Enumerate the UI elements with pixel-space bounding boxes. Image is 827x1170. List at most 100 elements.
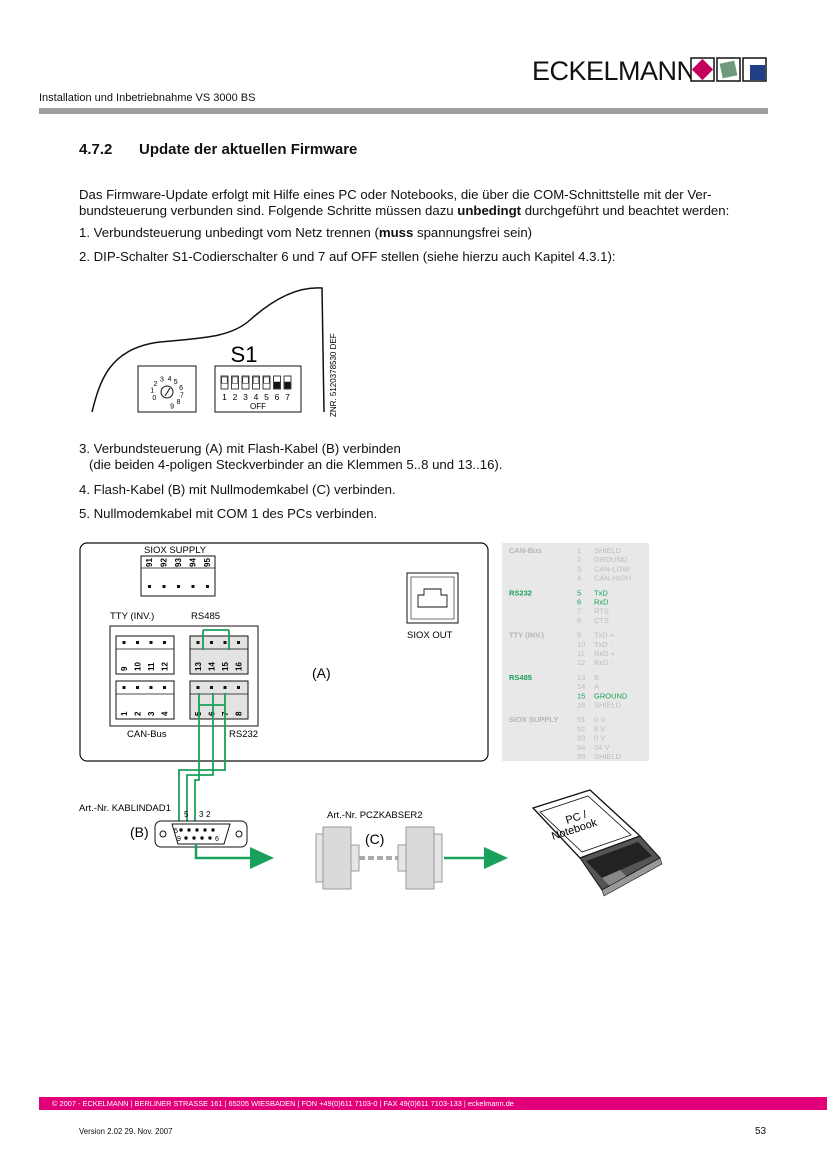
intro-emphasis: unbedingt [457, 203, 522, 218]
terminal-block [115, 635, 175, 675]
pin-signal: TxD - [594, 640, 613, 649]
terminal-pin-icon [206, 585, 209, 588]
pin-signal: RTS [594, 607, 609, 616]
terminal-pin-icon [196, 641, 200, 644]
step-3-line-2: (die beiden 4-poligen Steckverbinder an … [89, 457, 503, 472]
dip-switch-number-2: 2 [233, 392, 238, 402]
terminal-block [189, 635, 249, 675]
dial-digit-6: 6 [179, 385, 183, 392]
terminal-pin-icon [177, 585, 180, 588]
pin-3-label: 3 [199, 810, 204, 819]
intro-paragraph: Das Firmware-Update erfolgt mit Hilfe ei… [79, 187, 779, 219]
footer-address: © 2007 - ECKELMANN | BERLINER STRASSE 16… [52, 1099, 514, 1108]
pin-number: 3 [577, 564, 581, 573]
intro-text: bundsteuerung verbunden sind. Folgende S… [79, 203, 458, 218]
dip-off-label: OFF [250, 402, 266, 411]
siox-terminal-95: 95 [203, 558, 212, 567]
null-modem-cable-icon [315, 826, 443, 890]
pin-number: 6 [577, 598, 581, 607]
pc-label-line-2: Notebook [550, 817, 599, 843]
dip-switch-number-4: 4 [254, 392, 259, 402]
logo-squares-icon [690, 57, 767, 82]
dial-digit-9: 9 [170, 403, 174, 410]
terminal-pin-icon [162, 585, 166, 588]
terminal-pin-icon [148, 585, 151, 588]
intro-text-end: durchgeführt und beachtet werden: [521, 203, 730, 218]
siox-out-label: SIOX OUT [407, 630, 453, 641]
terminal-number-3: 3 [147, 711, 156, 716]
dip-switch-number-6: 6 [275, 392, 280, 402]
terminal-pin-icon [136, 641, 139, 644]
dip-switch-lever-7 [284, 381, 291, 389]
pin-number: 12 [577, 658, 585, 667]
pin-group-label: CAN-Bus [509, 546, 542, 555]
step-1-text: 1. Verbundsteuerung unbedingt vom Netz t… [79, 225, 379, 240]
znr-label: ZNR. 5120378530 DEF [329, 333, 338, 417]
document-subtitle: Installation und Inbetriebnahme VS 3000 … [39, 92, 256, 104]
pin-number: 13 [577, 673, 585, 682]
terminal-number-12: 12 [161, 662, 170, 671]
pin-group-label: SIOX SUPPLY [509, 715, 558, 724]
terminal-pin-icon [122, 641, 126, 644]
step-5: 5. Nullmodemkabel mit COM 1 des PCs verb… [79, 506, 378, 521]
pin-number: 14 [577, 682, 585, 691]
tty-label: TTY (INV.) [110, 611, 154, 622]
cable-b-to-c [194, 844, 252, 860]
terminal-pin-icon [237, 641, 240, 644]
pin-group-label: TTY (INV.) [509, 631, 545, 640]
dial-digit-8: 8 [177, 399, 181, 406]
dip-switch-number-3: 3 [243, 392, 248, 402]
pin-signal: RxD + [594, 649, 616, 658]
dip-switch-lever-6 [274, 381, 280, 389]
art-no-kablindad: Art.-Nr. KABLINDAD1 [79, 803, 171, 814]
pin-signal: TxD + [594, 631, 615, 640]
siox-terminal-91: 91 [145, 558, 154, 567]
pin-signal: RxD - [594, 658, 614, 667]
pin-signal: CAN-HIGH [594, 574, 631, 583]
dip-switch-lever-4 [253, 376, 259, 384]
pin-signal: SHIELD [594, 752, 622, 761]
pin-number: 8 [577, 616, 581, 625]
terminal-number-6: 6 [208, 711, 217, 716]
pin-number: 7 [577, 607, 581, 616]
terminal-number-2: 2 [134, 711, 143, 716]
terminal-pin-icon [196, 686, 200, 689]
dial-digit-3: 3 [160, 377, 164, 384]
db9-connector-icon [154, 820, 248, 848]
section-title: Update der aktuellen Firmware [139, 141, 358, 158]
terminal-pin-icon [149, 641, 153, 644]
laptop-icon [531, 789, 663, 897]
terminal-pin-icon [237, 686, 240, 689]
pin-number: 92 [577, 724, 585, 733]
terminal-pin-icon [163, 686, 166, 689]
step-1-text-end: spannungsfrei sein) [413, 225, 533, 240]
terminal-number-10: 10 [134, 662, 143, 671]
pin-signal: CTS [594, 616, 609, 625]
terminal-pin-icon [210, 641, 213, 644]
terminal-number-13: 13 [194, 662, 203, 671]
dip-switch-number-7: 7 [285, 392, 290, 402]
pin-signal: 8 V [594, 724, 605, 733]
terminal-pin-icon [136, 686, 139, 689]
plug-pin-9: 9 [177, 836, 181, 843]
terminal-pin-icon [223, 641, 227, 644]
flash-cable-wires [178, 629, 230, 836]
pin-signal: RxD [594, 598, 609, 607]
step-2: 2. DIP-Schalter S1-Codierschalter 6 und … [79, 249, 616, 264]
terminal-number-5: 5 [194, 711, 203, 716]
intro-line-2: bundsteuerung verbunden sind. Folgende S… [79, 203, 779, 219]
dial-digit-5: 5 [174, 379, 178, 386]
terminal-pin-icon [149, 686, 153, 689]
terminal-frame [109, 625, 259, 727]
terminal-block [189, 680, 249, 720]
step-4: 4. Flash-Kabel (B) mit Nullmodemkabel (C… [79, 482, 396, 497]
dial-digit-0: 0 [152, 395, 156, 402]
dip-switch-bank [220, 375, 292, 390]
siox-terminal-94: 94 [189, 558, 198, 567]
footer-bar [39, 1097, 827, 1110]
label-a: (A) [312, 665, 331, 681]
dip-switch-lever-1 [221, 376, 228, 384]
